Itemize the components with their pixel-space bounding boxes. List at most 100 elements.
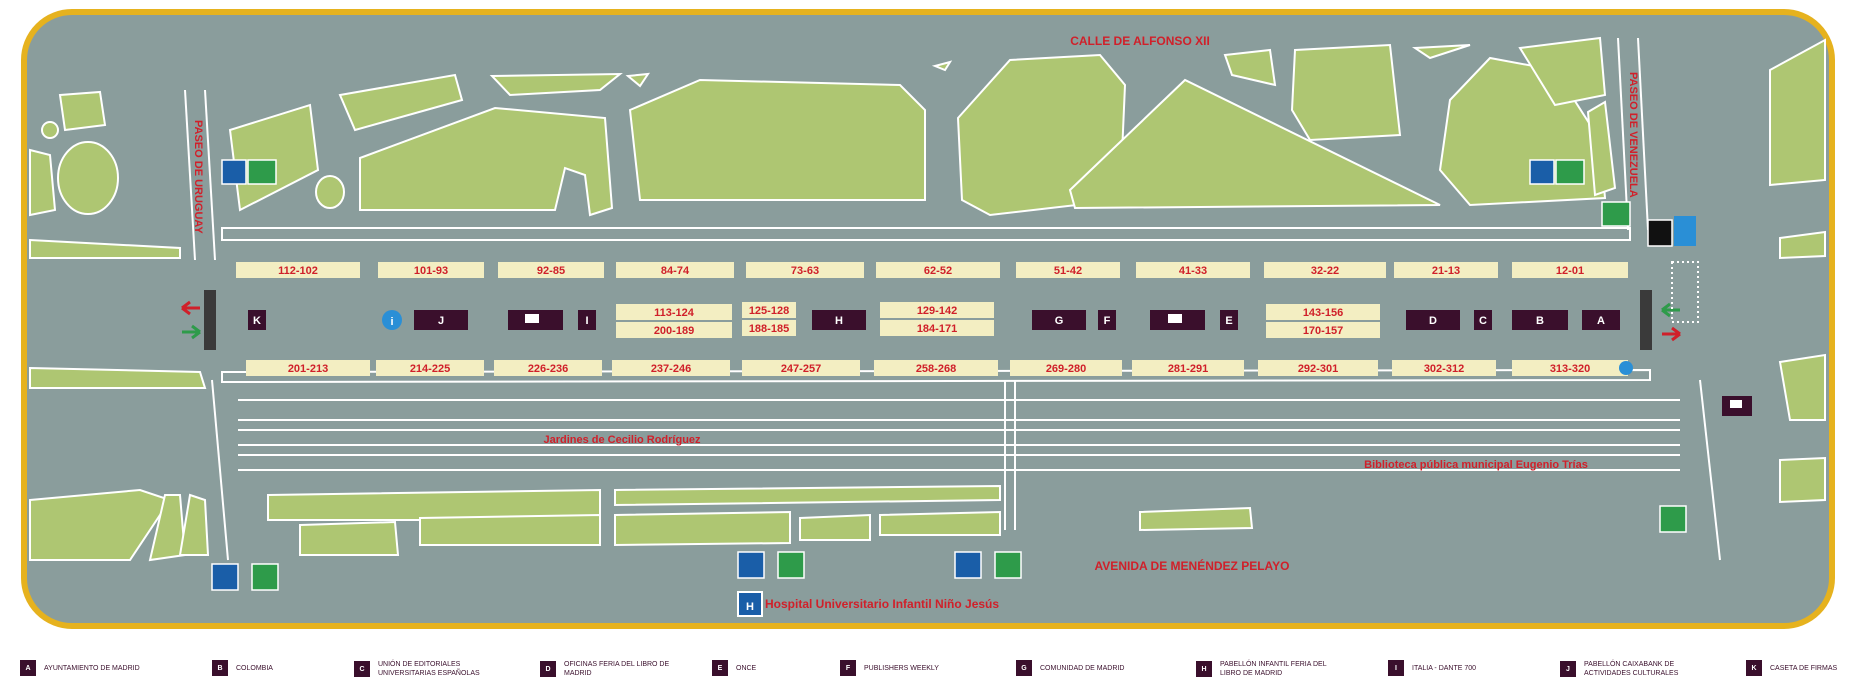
pavilion-g: G [1032, 310, 1086, 330]
pavilion-box [812, 310, 866, 330]
booth-bottom: 302-312 [1392, 360, 1496, 376]
legend-label: COLOMBIA [236, 664, 273, 672]
pavilion-i: I [578, 310, 596, 330]
pavilion-code: A [1597, 315, 1605, 327]
pavilion-code: B [1536, 315, 1544, 327]
pavilion-code: I [585, 315, 588, 327]
booth-top-label: 21-13 [1432, 265, 1460, 277]
legend-label: PABELLÓN CAIXABANK DE ACTIVIDADES CULTUR… [1584, 661, 1679, 677]
booth-top-label: 41-33 [1179, 265, 1207, 277]
booth-bottom-label: 214-225 [410, 363, 450, 375]
booth-bottom-box [1258, 360, 1378, 376]
legend-label: OFICINAS FERIA DEL LIBRO DE MADRID [564, 661, 670, 677]
legend-item: D OFICINAS FERIA DEL LIBRO DE MADRID [540, 660, 674, 678]
accessibility-icon-bottom-center [954, 551, 982, 579]
pavilion-box [578, 310, 596, 330]
booths-middle: 113-124200-189125-128188-185129-142184-1… [616, 302, 1380, 338]
booth-top-box [1394, 262, 1498, 278]
pavilion-code: H [835, 315, 843, 327]
booth-bottom-box [376, 360, 484, 376]
booth-middle: 170-157 [1266, 322, 1380, 338]
library-label: Biblioteca pública municipal Eugenio Trí… [1364, 459, 1588, 471]
legend-code: D [540, 661, 556, 677]
booth-bottom: 226-236 [494, 360, 602, 376]
pavilion-f: F [1098, 310, 1116, 330]
legend-label: AYUNTAMIENTO DE MADRID [44, 664, 140, 672]
booth-bottom: 247-257 [742, 360, 860, 376]
booth-bottom-box [874, 360, 998, 376]
booth-middle-box [880, 302, 994, 318]
legend-code: C [354, 661, 370, 677]
booth-top-label: 12-01 [1556, 265, 1584, 277]
hospital-icon [737, 591, 763, 617]
booth-top: 92-85 [498, 262, 604, 278]
booth-middle: 125-128 [742, 302, 796, 318]
hospital-symbol: H [746, 601, 754, 613]
street-right-label: PASEO DE VENEZUELA [1627, 72, 1639, 198]
booth-middle-label: 170-157 [1303, 325, 1343, 337]
legend-label: ITALIA - DANTE 700 [1412, 664, 1477, 672]
pavilion-box [1098, 310, 1116, 330]
booth-bottom-box [246, 360, 370, 376]
fair-map: CALLE DE ALFONSO XII PASEO DE URUGUAY PA… [21, 9, 1835, 629]
legend-code: E [712, 660, 728, 676]
booth-top: 12-01 [1512, 262, 1628, 278]
booth-middle-box [1266, 322, 1380, 338]
legend-label: UNIÓN DE EDITORIALES UNIVERSITARIAS ESPA… [378, 661, 480, 677]
booth-middle: 200-189 [616, 322, 732, 338]
booth-bottom-box [494, 360, 602, 376]
booth-top: 21-13 [1394, 262, 1498, 278]
booth-top-label: 92-85 [537, 265, 565, 277]
pavilion-code: J [438, 315, 444, 327]
booth-top: 73-63 [746, 262, 864, 278]
booth-top-box [1136, 262, 1250, 278]
booth-top: 51-42 [1016, 262, 1120, 278]
booth-middle-label: 113-124 [654, 307, 695, 319]
street-bottom-label: AVENIDA DE MENÉNDEZ PELAYO [1095, 558, 1290, 573]
booth-top-label: 62-52 [924, 265, 952, 277]
gate-right [1640, 290, 1652, 350]
info-icon [382, 310, 402, 330]
pavilion-code: K [253, 315, 261, 327]
booth-top-box [1016, 262, 1120, 278]
top-gardens [29, 36, 1826, 260]
exit-icon-bottom-left [251, 563, 279, 591]
arrow-right-icon [182, 324, 201, 340]
legend-code: G [1016, 660, 1032, 676]
legend-item: F PUBLISHERS WEEKLY [840, 660, 974, 676]
hospital-label: Hospital Universitario Infantil Niño Jes… [765, 597, 999, 611]
pavilion-box [1512, 310, 1568, 330]
pavilion-code: C [1479, 315, 1487, 327]
booth-top-label: 112-102 [278, 265, 318, 277]
booth-top-label: 84-74 [661, 265, 690, 277]
booth-top: 84-74 [616, 262, 734, 278]
booth-top-label: 51-42 [1054, 265, 1082, 277]
legend-label: PUBLISHERS WEEKLY [864, 664, 939, 672]
booth-bottom-label: 281-291 [1168, 363, 1208, 375]
booth-bottom-box [1010, 360, 1122, 376]
booth-bottom-box [1392, 360, 1496, 376]
booth-bottom-label: 302-312 [1424, 363, 1464, 375]
booth-bottom-label: 313-320 [1550, 363, 1590, 375]
pavilion-box [1406, 310, 1460, 330]
ambulance-icon [1647, 219, 1673, 247]
booth-middle-box [742, 320, 796, 336]
bottom-gardens [29, 353, 1826, 562]
legend-code: F [840, 660, 856, 676]
legend-item: C UNIÓN DE EDITORIALES UNIVERSITARIAS ESP… [354, 660, 488, 678]
booth-top-box [1512, 262, 1628, 278]
booth-middle-label: 125-128 [749, 305, 789, 317]
booth-top: 112-102 [236, 262, 360, 278]
booth-bottom-box [1132, 360, 1244, 376]
legend-label: CASETA DE FIRMAS [1770, 664, 1838, 672]
booth-top-label: 73-63 [791, 265, 819, 277]
